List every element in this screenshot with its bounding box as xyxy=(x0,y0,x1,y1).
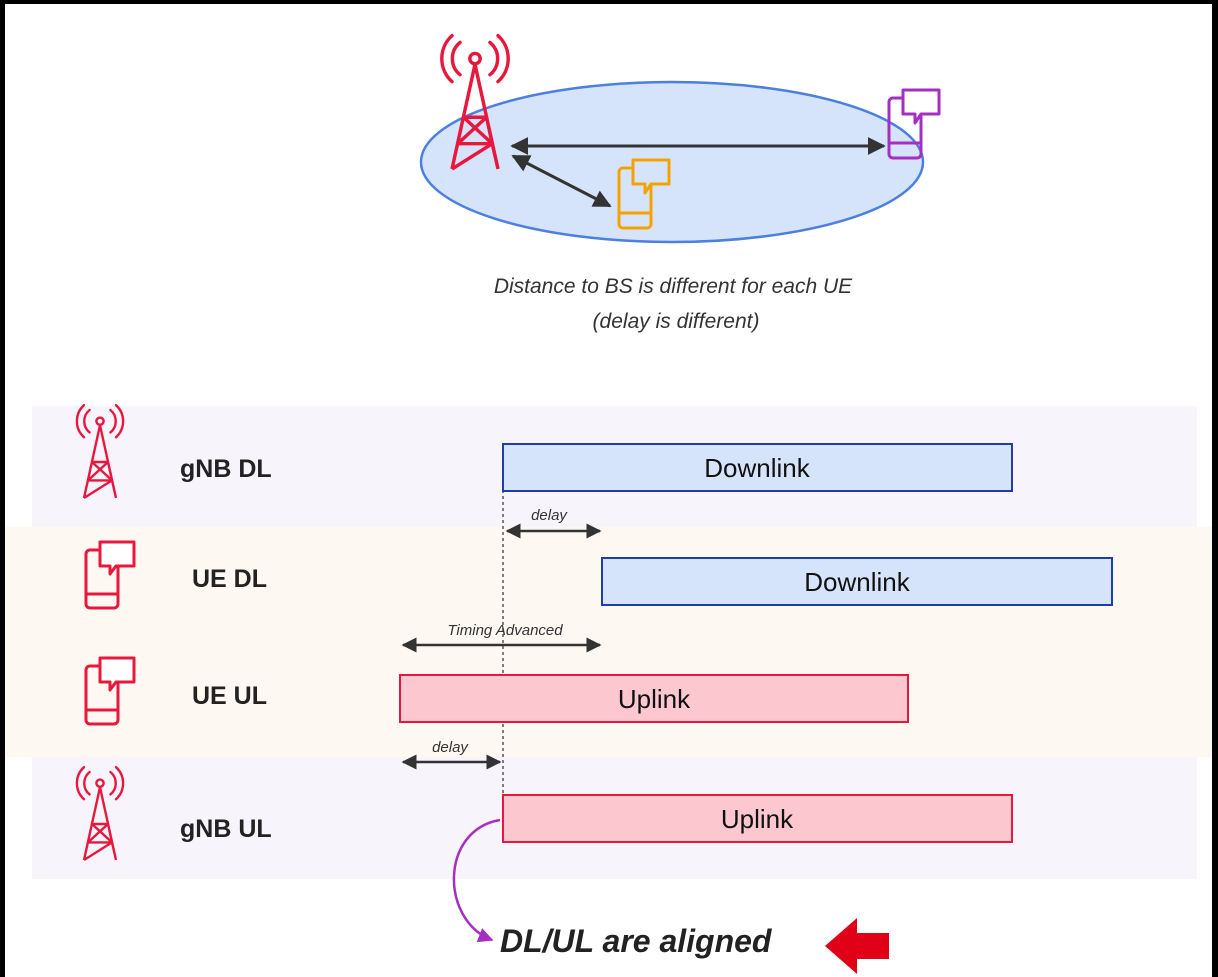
delay-ul-label: delay xyxy=(432,739,469,756)
ue-uplink-bar xyxy=(399,674,909,723)
gnb-downlink-bar-label: Downlink xyxy=(704,453,810,483)
ue-far-phone-icon xyxy=(887,88,941,160)
timing-advanced-label: Timing Advanced xyxy=(447,622,563,639)
gnb-downlink-bar xyxy=(502,443,1013,492)
ue-ul-label: UE UL xyxy=(192,682,267,710)
conclusion-text: DL/UL are aligned xyxy=(500,923,773,959)
ue-downlink-bar xyxy=(601,557,1113,606)
alignment-curve-arrow xyxy=(452,818,501,943)
ue-dl-label: UE DL xyxy=(192,565,267,593)
distance-arrow-near xyxy=(511,154,612,208)
caption-line-1: Distance to BS is different for each UE xyxy=(494,275,853,298)
delay-dl-label: delay xyxy=(531,507,568,524)
ue-near-phone-icon xyxy=(617,158,671,230)
gnb-ul-label: gNB UL xyxy=(180,815,272,843)
ue-uplink-bar-label: Uplink xyxy=(618,684,691,714)
caption-line-2: (delay is different) xyxy=(593,310,760,333)
gnb-uplink-bar-label: Uplink xyxy=(721,804,794,834)
highlight-arrow-icon xyxy=(825,918,889,974)
gnb-dl-label: gNB DL xyxy=(180,455,272,483)
ue-downlink-bar-label: Downlink xyxy=(804,567,910,597)
gnb-uplink-bar xyxy=(502,794,1013,843)
